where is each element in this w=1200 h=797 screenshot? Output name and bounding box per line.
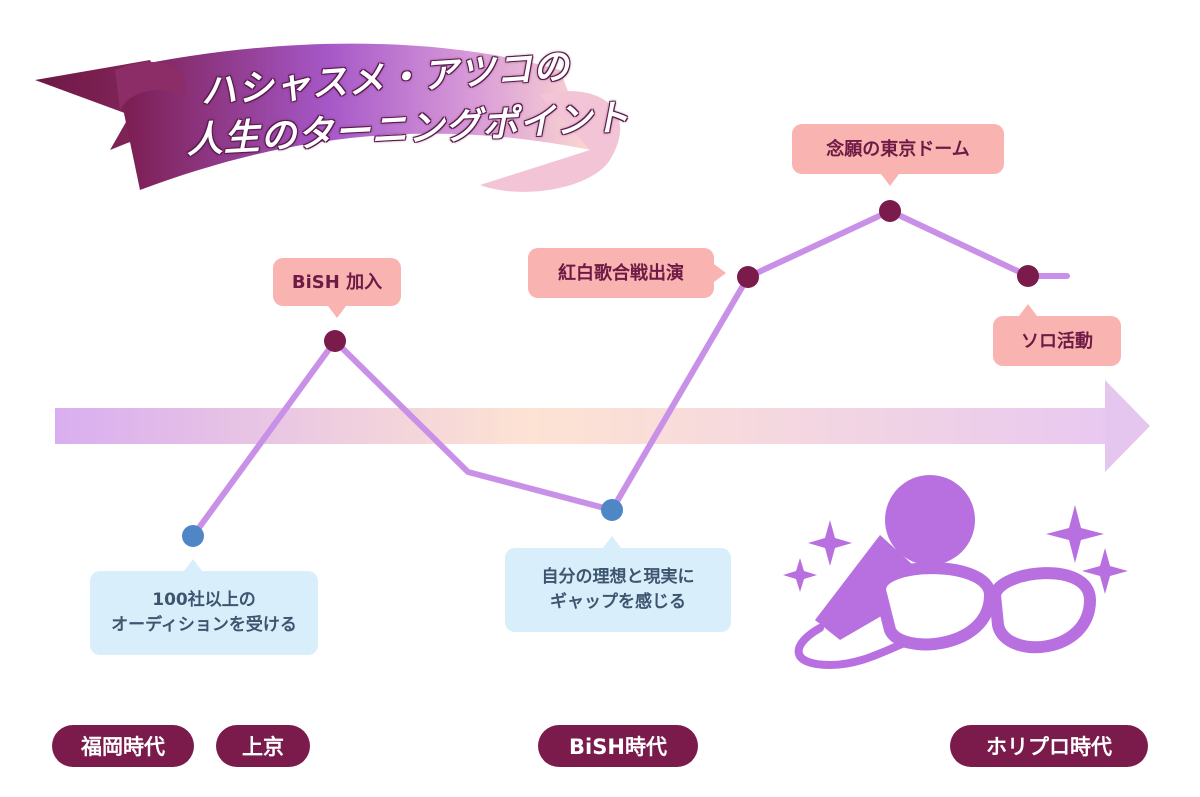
era-horipro: ホリプロ時代 bbox=[950, 725, 1148, 767]
callout-bish-join: BiSH 加入 bbox=[273, 258, 401, 318]
point-kohaku bbox=[737, 266, 759, 288]
point-audition bbox=[182, 525, 204, 547]
point-bish-join bbox=[324, 330, 346, 352]
callout-tail bbox=[714, 264, 726, 282]
glasses-icon bbox=[854, 562, 1096, 654]
callout-gap-text: 自分の理想と現実に ギャップを感じる bbox=[541, 566, 695, 613]
sparkle-icon bbox=[783, 505, 1128, 594]
callout-tail bbox=[328, 306, 346, 318]
callout-tail bbox=[1019, 304, 1037, 316]
point-tokyo-dome bbox=[879, 200, 901, 222]
callout-audition-text: 100社以上の オーディションを受ける bbox=[111, 589, 297, 636]
point-solo bbox=[1017, 265, 1039, 287]
timeline-arrow bbox=[55, 380, 1150, 472]
callout-tokyo-dome: 念願の東京ドーム bbox=[792, 124, 1004, 186]
callout-audition: 100社以上の オーディションを受ける bbox=[90, 559, 318, 655]
callout-tail bbox=[603, 536, 621, 548]
title-ribbon bbox=[35, 43, 621, 192]
callout-kohaku-text: 紅白歌合戦出演 bbox=[558, 262, 684, 284]
callout-solo-text: ソロ活動 bbox=[1021, 330, 1093, 352]
era-fukuoka: 福岡時代 bbox=[52, 725, 194, 767]
life-line bbox=[190, 208, 1070, 539]
callout-bish-join-text: BiSH 加入 bbox=[291, 271, 383, 293]
era-joukyou: 上京 bbox=[216, 725, 310, 767]
callout-tail bbox=[184, 559, 202, 571]
point-gap bbox=[601, 499, 623, 521]
callout-solo: ソロ活動 bbox=[993, 304, 1121, 366]
callout-gap: 自分の理想と現実に ギャップを感じる bbox=[505, 536, 731, 632]
callout-kohaku: 紅白歌合戦出演 bbox=[528, 248, 726, 298]
callout-tokyo-dome-text: 念願の東京ドーム bbox=[826, 138, 970, 160]
era-bish: BiSH時代 bbox=[538, 725, 698, 767]
callout-tail bbox=[881, 174, 899, 186]
